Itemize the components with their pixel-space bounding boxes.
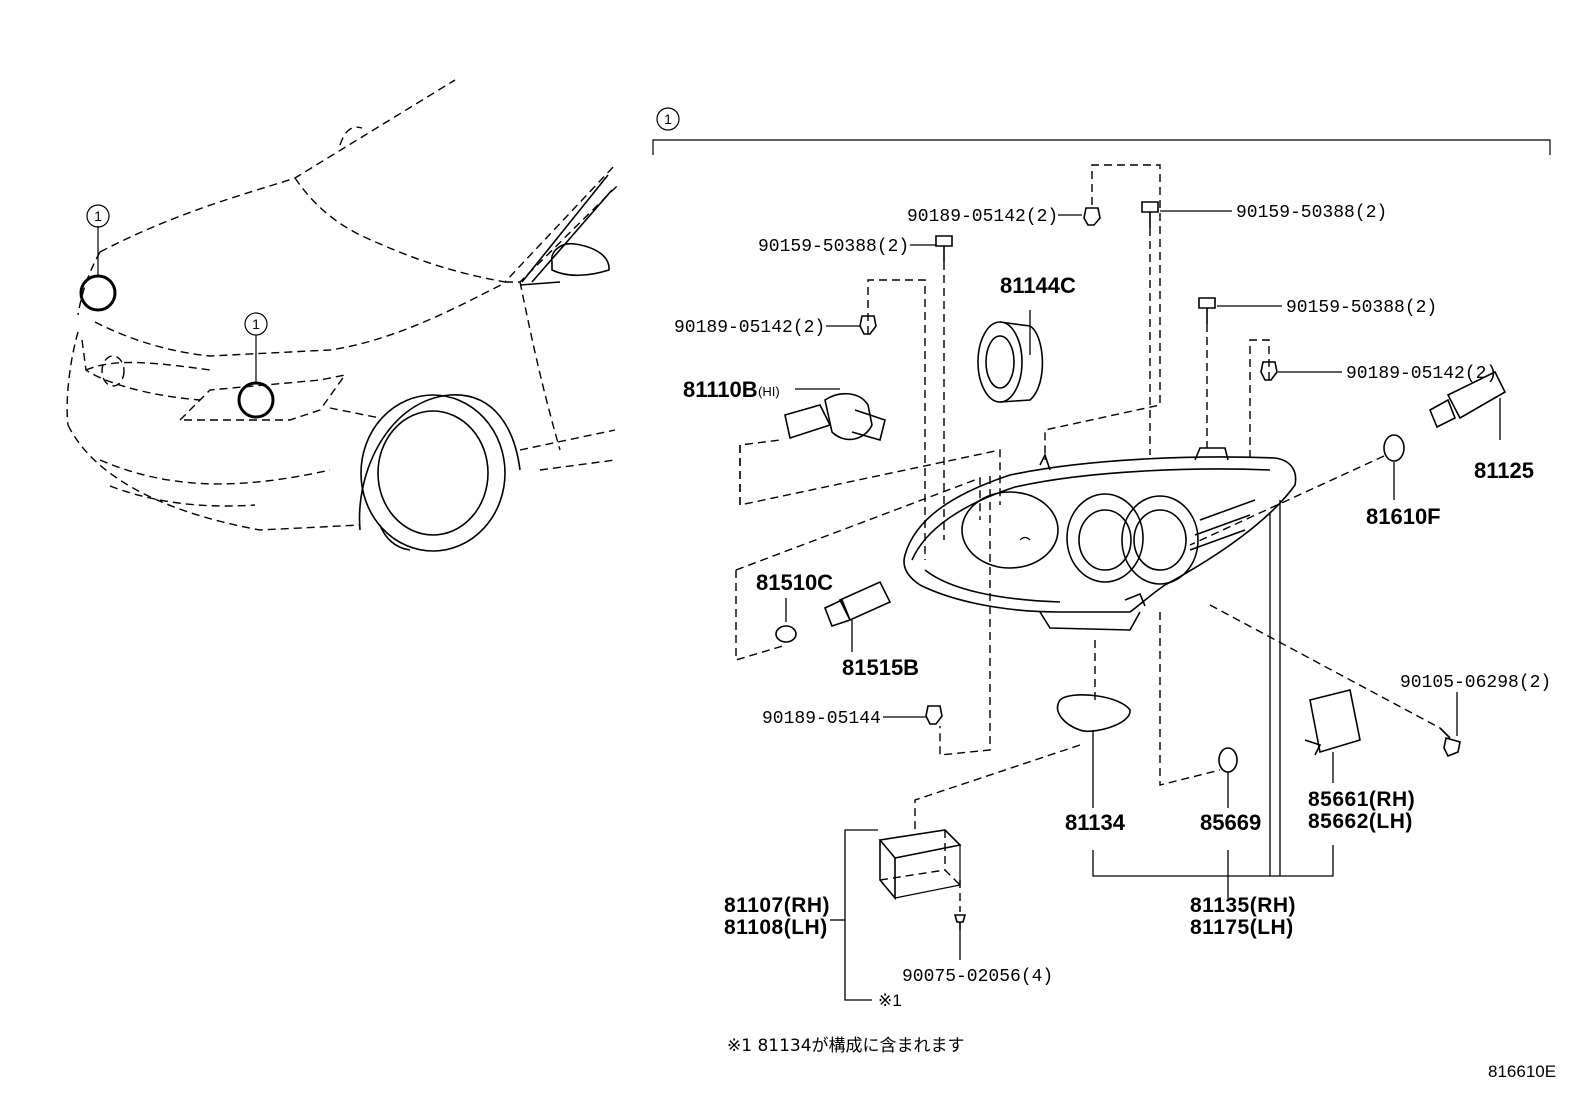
- clip-90189-05144: [925, 705, 943, 725]
- callout-number-left: 1: [94, 208, 102, 224]
- label-81510C: 81510C: [756, 570, 833, 595]
- label-90189-05142-top: 90189-05142(2): [907, 207, 1058, 227]
- label-85662-lh: 85662(LH): [1308, 810, 1413, 833]
- headlamp-housing: [903, 447, 1297, 631]
- bolt-90159-left: [935, 235, 953, 262]
- label-90189-05144: 90189-05144: [762, 709, 881, 729]
- screw-90075: [953, 914, 967, 930]
- label-90105-06298: 90105-06298(2): [1400, 673, 1551, 693]
- bolt-90159-right: [1198, 297, 1216, 324]
- bulb-81110B: [784, 392, 886, 441]
- cap-81144C: [977, 321, 1044, 403]
- assembly-callout-number: 1: [664, 111, 672, 127]
- clip-90189-right: [1260, 361, 1278, 381]
- label-81610F: 81610F: [1366, 504, 1441, 529]
- reference-mark: ※1: [878, 991, 902, 1010]
- label-85661-rh: 85661(RH): [1308, 788, 1415, 811]
- label-90159-50388-right: 90159-50388(2): [1286, 298, 1437, 318]
- label-90159-50388-top: 90159-50388(2): [1236, 203, 1387, 223]
- label-81110B: 81110B: [683, 377, 758, 402]
- assembly-bracket: [652, 139, 1551, 155]
- leader-lines: [785, 210, 1501, 1001]
- socket-81125: [1428, 370, 1507, 429]
- oring-85669: [1218, 747, 1238, 773]
- label-81515B: 81515B: [842, 655, 919, 680]
- gasket-81134: [1056, 694, 1131, 733]
- bulb-81510C: [775, 625, 797, 643]
- actuator-85661: [1304, 689, 1361, 756]
- diagram-id: 816610E: [1488, 1062, 1556, 1081]
- bulb-81610F: [1383, 434, 1405, 462]
- vehicle-front-illustration: [66, 79, 619, 552]
- label-81135-rh: 81135(RH): [1190, 894, 1296, 917]
- bolt-90159-top: [1141, 201, 1159, 228]
- label-81125: 81125: [1474, 458, 1534, 483]
- footnote: ※1 81134が構成に含まれます: [727, 1036, 965, 1056]
- callout-number-center: 1: [252, 316, 260, 332]
- label-81107-rh: 81107(RH): [724, 894, 830, 917]
- label-81108-lh: 81108(LH): [724, 916, 828, 939]
- label-90189-05142-right: 90189-05142(2): [1346, 364, 1497, 384]
- assembly-callout-circle: [656, 107, 680, 131]
- ballast-81107: [878, 829, 962, 901]
- label-90075-02056: 90075-02056(4): [902, 967, 1053, 987]
- label-81134: 81134: [1065, 810, 1126, 835]
- label-81144C: 81144C: [1000, 273, 1076, 298]
- assembly-lines: [735, 164, 1441, 912]
- label-90189-05142-left: 90189-05142(2): [674, 318, 825, 338]
- label-85669: 85669: [1200, 810, 1261, 835]
- label-81110B-hi: (HI): [758, 384, 780, 399]
- clip-90189-top: [1083, 207, 1101, 226]
- screw-90105: [1439, 727, 1461, 758]
- socket-81515B: [823, 580, 892, 627]
- label-81175-lh: 81175(LH): [1190, 916, 1294, 939]
- label-90159-50388-left: 90159-50388(2): [758, 237, 909, 257]
